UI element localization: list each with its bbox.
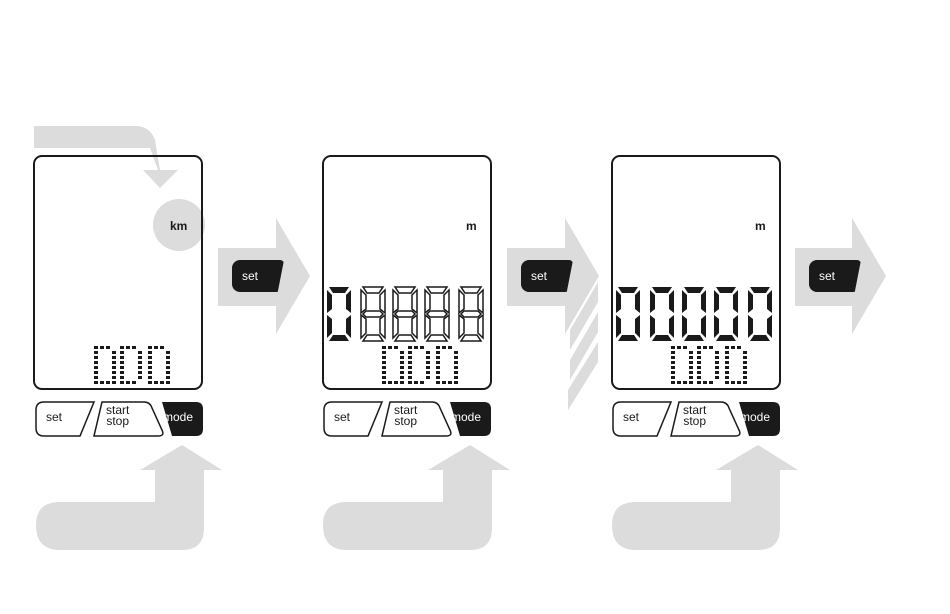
digit-display bbox=[614, 285, 779, 343]
up-arrow-icon bbox=[36, 445, 222, 550]
up-arrow-icon bbox=[612, 445, 798, 550]
start-stop-button[interactable]: start stop bbox=[106, 405, 129, 427]
unit-label: m bbox=[755, 219, 766, 233]
mode-button[interactable]: mode bbox=[163, 410, 193, 424]
mode-button[interactable]: mode bbox=[451, 410, 481, 424]
digit-display bbox=[325, 285, 490, 343]
start-stop-button[interactable]: start stop bbox=[683, 405, 706, 427]
mode-button[interactable]: mode bbox=[740, 410, 770, 424]
set-step-button: set bbox=[809, 260, 861, 292]
odo-indicator bbox=[381, 345, 461, 387]
set-button[interactable]: set bbox=[623, 410, 639, 424]
start-stop-button[interactable]: start stop bbox=[394, 405, 417, 427]
stop-label: stop bbox=[394, 416, 417, 427]
set-button[interactable]: set bbox=[46, 410, 62, 424]
set-step-button: set bbox=[232, 260, 284, 292]
stop-label: stop bbox=[683, 416, 706, 427]
up-arrow-icon bbox=[323, 445, 510, 550]
odo-indicator bbox=[93, 345, 173, 387]
unit-label: km bbox=[170, 219, 187, 233]
set-button[interactable]: set bbox=[334, 410, 350, 424]
odo-indicator bbox=[670, 345, 750, 387]
set-step-button: set bbox=[521, 260, 573, 292]
stop-label: stop bbox=[106, 416, 129, 427]
unit-label: m bbox=[466, 219, 477, 233]
